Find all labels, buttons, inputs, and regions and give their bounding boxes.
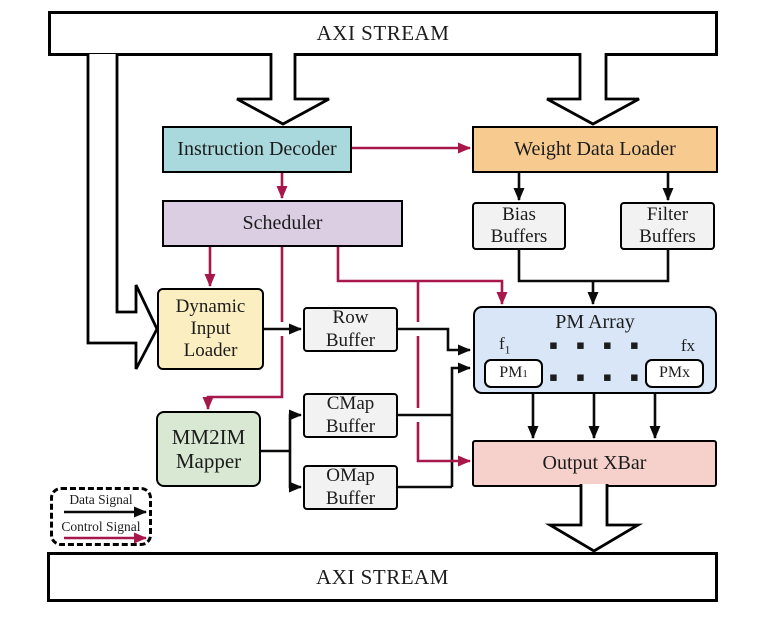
bias-buffers-block: Bias Buffers xyxy=(472,202,566,250)
scheduler-block: Scheduler xyxy=(162,200,403,247)
pm-array-f1-label: f1 xyxy=(499,334,511,357)
filter-buffers-line2: Buffers xyxy=(639,226,696,247)
pm-array-f1-sub: 1 xyxy=(504,343,511,357)
output-xbar-to-axi-arrow xyxy=(544,484,644,553)
wire-mm2im-to-cmap xyxy=(288,409,302,451)
pm-array-title: PM Array xyxy=(555,311,635,333)
axi-to-dynamic-input-loader-arrow xyxy=(86,54,159,370)
legend-control-signal-label: Control Signal xyxy=(61,519,141,534)
axi-stream-bus-bottom: AXI STREAM xyxy=(47,552,718,602)
ctrl-branch-to-xbar-c xyxy=(416,422,471,467)
pm-array-fx-label: fx xyxy=(680,336,695,355)
filter-buffers-block: Filter Buffers xyxy=(620,202,715,250)
axi-stream-bus-top: AXI STREAM xyxy=(48,11,718,56)
omap-buffer-block: OMap Buffer xyxy=(303,465,398,510)
dynamic-input-loader-line1: Dynamic xyxy=(175,295,246,317)
scheduler-label: Scheduler xyxy=(242,211,323,234)
pm-array-pmx-cell: PMx xyxy=(645,359,704,388)
pm-array-dots-bottom: ▪ ▪ ▪ ▪ xyxy=(549,370,641,385)
instruction-decoder-label: Instruction Decoder xyxy=(177,137,337,160)
legend-data-signal-label: Data Signal xyxy=(69,492,133,507)
axi-stream-bottom-label: AXI STREAM xyxy=(316,564,449,589)
dynamic-input-loader-block: Dynamic Input Loader xyxy=(157,288,264,370)
mm2im-mapper-line2: Mapper xyxy=(175,449,242,473)
signal-legend: Data Signal Control Signal xyxy=(50,487,152,546)
omap-buffer-line2: Buffer xyxy=(325,487,376,509)
row-buffer-line1: Row xyxy=(332,307,369,329)
row-buffer-block: Row Buffer xyxy=(303,307,398,352)
bias-buffers-line1: Bias xyxy=(502,203,536,225)
wire-maps-to-pm-array xyxy=(450,362,471,487)
wire-buffers-join xyxy=(517,250,670,283)
pm1-base: PM xyxy=(499,364,523,382)
filter-buffers-line1: Filter xyxy=(646,203,689,225)
bias-buffers-line2: Buffers xyxy=(490,226,548,247)
row-buffer-line2: Buffer xyxy=(325,329,376,351)
axi-to-instruction-decoder-arrow xyxy=(236,53,330,126)
dynamic-input-loader-line2: Input xyxy=(190,317,231,339)
weight-data-loader-label: Weight Data Loader xyxy=(514,137,676,160)
wire-mm2im-to-omap xyxy=(288,451,302,493)
dynamic-input-loader-line3: Loader xyxy=(183,340,238,362)
omap-buffer-line1: OMap xyxy=(326,465,375,487)
output-xbar-label: Output XBar xyxy=(542,451,647,474)
output-xbar-block: Output XBar xyxy=(472,440,717,487)
instruction-decoder-block: Instruction Decoder xyxy=(162,126,352,173)
cmap-buffer-line1: CMap xyxy=(326,393,375,415)
cmap-buffer-block: CMap Buffer xyxy=(303,393,398,438)
cmap-buffer-line2: Buffer xyxy=(325,415,376,437)
mm2im-mapper-line1: MM2IM xyxy=(171,424,246,449)
pm-array-dots-top: ▪ ▪ ▪ ▪ xyxy=(549,338,641,353)
mm2im-mapper-block: MM2IM Mapper xyxy=(156,411,261,487)
ctrl-scheduler-to-pm-array xyxy=(336,247,508,305)
axi-stream-top-label: AXI STREAM xyxy=(316,21,450,45)
axi-to-weight-data-loader-arrow xyxy=(546,53,640,126)
weight-data-loader-block: Weight Data Loader xyxy=(472,126,718,173)
pm-array-f1-base: f xyxy=(499,334,505,353)
wire-row-buffer-to-pm-array xyxy=(398,327,471,356)
